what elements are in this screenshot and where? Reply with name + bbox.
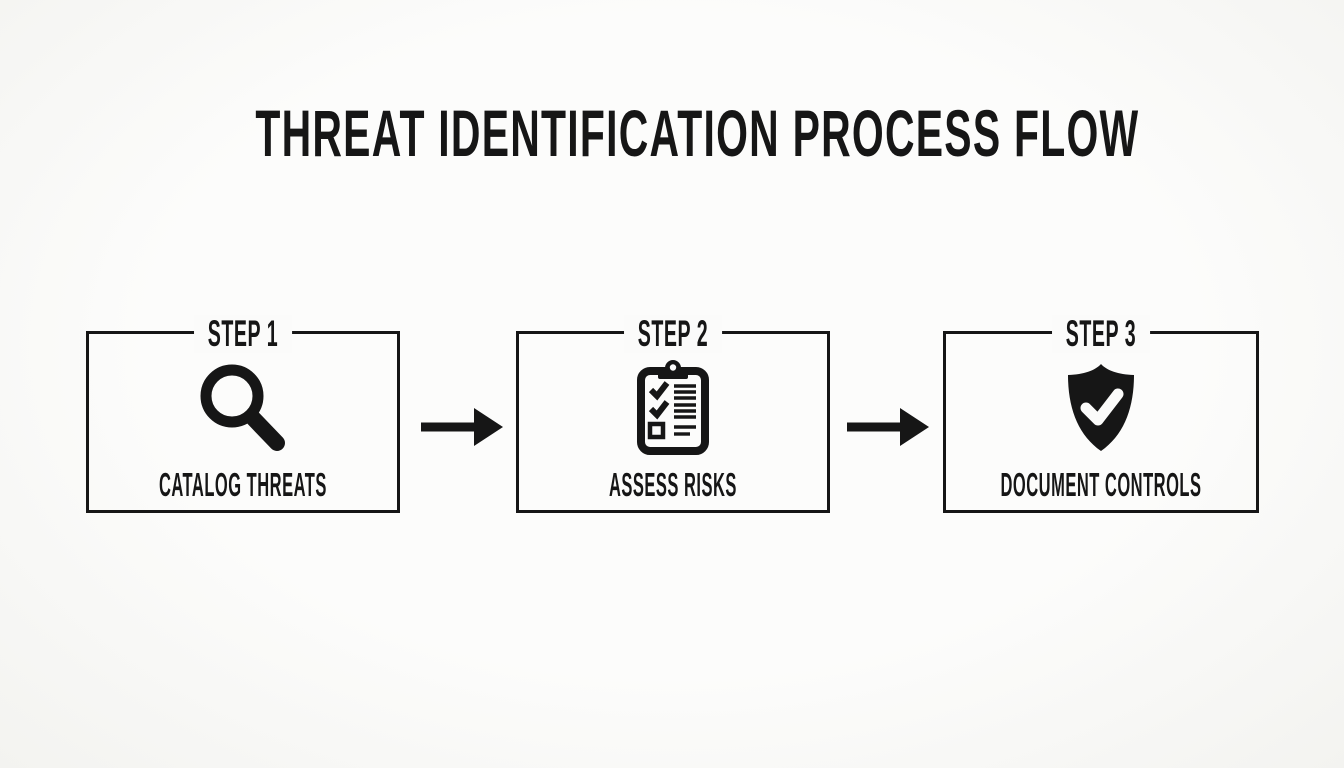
step-label: STEP 1 <box>194 315 292 353</box>
step-caption: ASSESS RISKS <box>609 466 737 503</box>
step-box-3: STEP 3 DOCUMENT CONTROLS <box>943 315 1259 513</box>
diagram-title: THREAT IDENTIFICATION PROCESS FLOW <box>255 96 1140 170</box>
step-box-2: STEP 2 ASSESS RISKS <box>516 315 830 513</box>
magnifier-icon <box>196 360 291 456</box>
checklist-clipboard-icon <box>634 360 712 456</box>
step-box-1: STEP 1 CATALOG THREATS <box>86 315 400 513</box>
flow-arrow-icon <box>421 407 503 447</box>
step-label: STEP 2 <box>624 315 722 353</box>
shield-check-icon <box>1062 360 1140 456</box>
flow-arrow-icon <box>847 407 929 447</box>
step-label: STEP 3 <box>1052 315 1150 353</box>
step-caption: CATALOG THREATS <box>159 466 327 503</box>
step-caption: DOCUMENT CONTROLS <box>1000 466 1202 503</box>
